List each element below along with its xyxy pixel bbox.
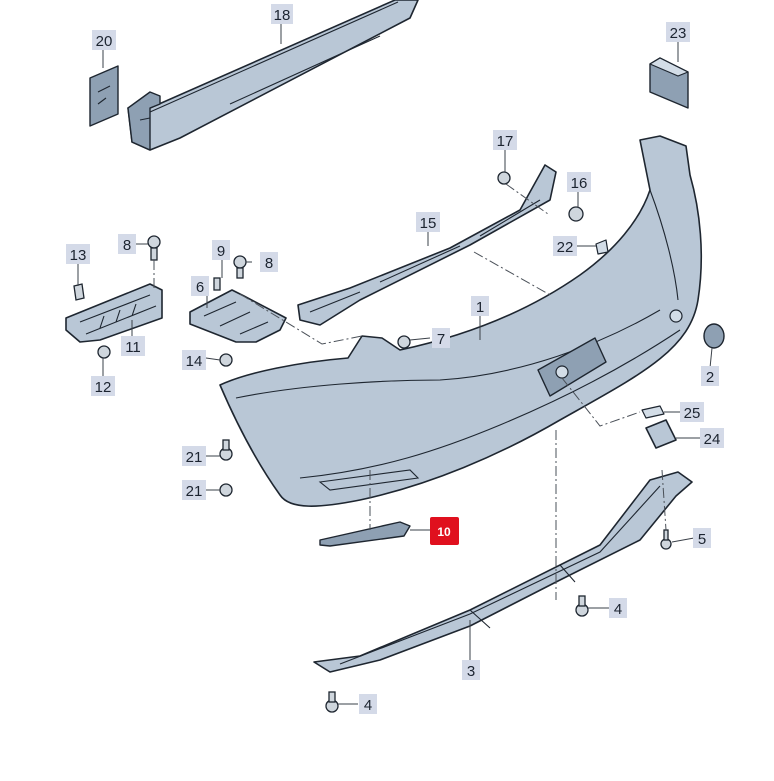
screw-part-17[interactable] <box>497 171 511 185</box>
clip-part-24[interactable] <box>645 419 677 449</box>
clip-part-25[interactable] <box>641 405 665 419</box>
callout-10[interactable]: 10 <box>430 517 459 545</box>
callout-1-text: 1 <box>476 299 484 316</box>
callout-22-text: 22 <box>557 239 574 256</box>
clip-part-14[interactable] <box>219 353 233 367</box>
clip-nut-part-22[interactable] <box>595 239 609 255</box>
callout-25-text: 25 <box>684 405 701 422</box>
callout-23-text: 23 <box>670 25 687 42</box>
callout-23[interactable]: 23 <box>666 22 690 42</box>
assembly-lines <box>153 183 667 600</box>
reflector-strip-part-10[interactable] <box>319 521 411 547</box>
callout-6[interactable]: 6 <box>191 276 209 296</box>
callout-21-lower-text: 21 <box>186 483 203 500</box>
callout-22[interactable]: 22 <box>553 236 577 256</box>
callout-8-right[interactable]: 8 <box>260 252 278 272</box>
side-bracket-part-11[interactable] <box>65 283 163 343</box>
guide-bracket-part-15[interactable] <box>297 164 557 326</box>
screw-part-7[interactable] <box>397 335 411 349</box>
callout-4-right[interactable]: 4 <box>609 598 627 618</box>
foam-pad-part-20[interactable] <box>89 65 119 127</box>
screw-part-8-right[interactable] <box>233 255 247 269</box>
callout-14[interactable]: 14 <box>182 350 206 370</box>
callout-12[interactable]: 12 <box>91 376 115 396</box>
screw-part-8-left[interactable] <box>147 235 161 249</box>
callout-4-lower-text: 4 <box>364 697 372 714</box>
callout-24[interactable]: 24 <box>700 428 724 448</box>
callout-3[interactable]: 3 <box>462 660 480 680</box>
callout-15-text: 15 <box>420 215 437 232</box>
fasteners <box>73 171 672 713</box>
callout-8-left[interactable]: 8 <box>118 234 136 254</box>
impact-beam-part-18[interactable] <box>127 0 419 151</box>
callout-2[interactable]: 2 <box>701 366 719 386</box>
callout-17[interactable]: 17 <box>493 130 517 150</box>
callout-11-text: 11 <box>125 339 141 356</box>
callout-7[interactable]: 7 <box>432 328 450 348</box>
bumper-cover-part-1[interactable] <box>219 135 703 507</box>
callout-1[interactable]: 1 <box>471 296 489 316</box>
callout-8-right-text: 8 <box>265 255 273 272</box>
lower-spoiler-part-3[interactable] <box>313 471 693 673</box>
callout-10-text: 10 <box>437 525 451 539</box>
screw-part-16[interactable] <box>568 206 584 222</box>
callout-21-upper-text: 21 <box>186 449 203 466</box>
callout-5-text: 5 <box>698 531 706 548</box>
callout-13-text: 13 <box>70 247 87 264</box>
callout-16-text: 16 <box>571 175 588 192</box>
callout-8-left-text: 8 <box>123 237 131 254</box>
callout-2-text: 2 <box>706 369 714 386</box>
callout-24-text: 24 <box>704 431 721 448</box>
callout-15[interactable]: 15 <box>416 212 440 232</box>
callout-14-text: 14 <box>186 353 203 370</box>
callout-21-lower[interactable]: 21 <box>182 480 206 500</box>
callout-9-text: 9 <box>217 243 225 260</box>
callout-11[interactable]: 11 <box>121 336 145 356</box>
callout-25[interactable]: 25 <box>680 402 704 422</box>
screw-part-21-lower[interactable] <box>219 483 233 497</box>
callout-16[interactable]: 16 <box>567 172 591 192</box>
callout-17-text: 17 <box>497 133 514 150</box>
callout-21-upper[interactable]: 21 <box>182 446 206 466</box>
callout-4-lower[interactable]: 4 <box>359 694 377 714</box>
callout-6-text: 6 <box>196 279 204 296</box>
callout-18-text: 18 <box>274 7 291 24</box>
callout-3-text: 3 <box>467 663 475 680</box>
block-part-23[interactable] <box>649 57 689 109</box>
callout-labels: 18 20 23 17 16 15 22 13 8 9 8 6 11 1 7 1… <box>66 4 724 714</box>
screw-part-13[interactable] <box>73 283 85 301</box>
screw-part-9[interactable] <box>213 277 221 291</box>
callout-7-text: 7 <box>437 331 445 348</box>
screw-part-12[interactable] <box>97 345 111 359</box>
leader-lines <box>77 24 713 705</box>
callout-12-text: 12 <box>95 379 112 396</box>
callout-20-text: 20 <box>96 33 113 50</box>
callout-18[interactable]: 18 <box>271 4 293 24</box>
callout-13[interactable]: 13 <box>66 244 90 264</box>
callout-4-right-text: 4 <box>614 601 622 618</box>
callout-20[interactable]: 20 <box>92 30 116 50</box>
callout-5[interactable]: 5 <box>693 528 711 548</box>
mount-bracket-part-6[interactable] <box>189 289 287 343</box>
callout-9[interactable]: 9 <box>212 240 230 260</box>
cap-part-2[interactable] <box>703 323 725 349</box>
